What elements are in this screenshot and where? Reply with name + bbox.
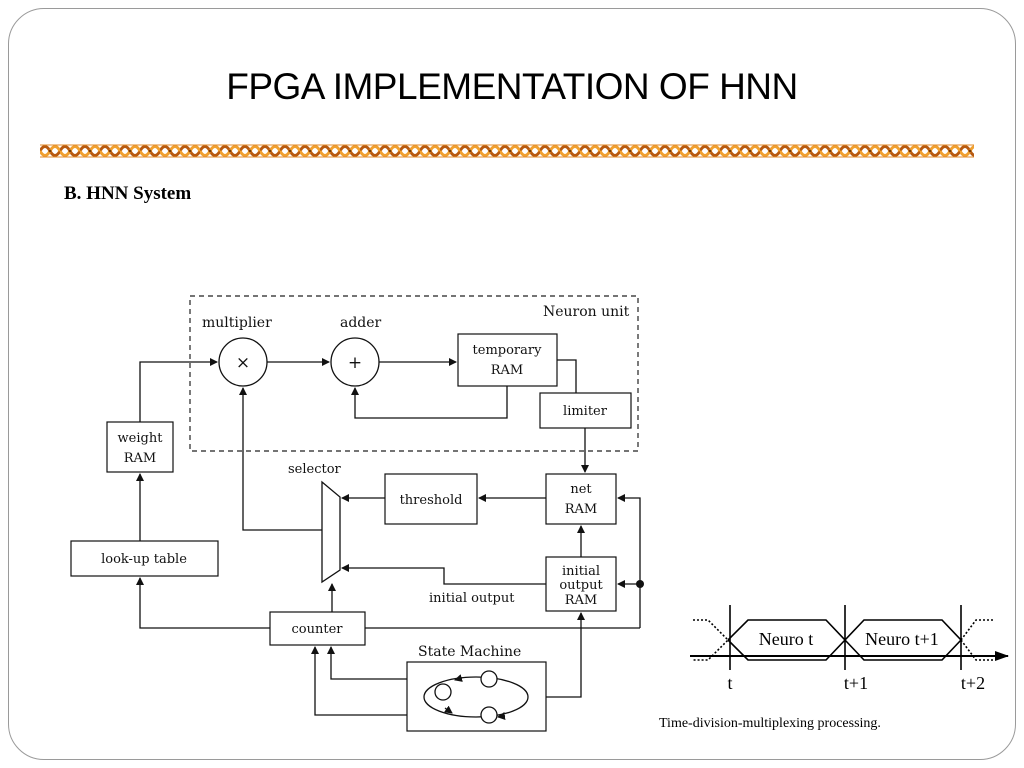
timing-slot-2: Neuro t+1: [865, 629, 939, 649]
state-machine-box: [406, 661, 547, 732]
timing-tick-t: t: [727, 673, 732, 693]
diagram-connections: [136, 358, 641, 716]
selector-mux: [321, 480, 341, 584]
temporary-ram-box: [457, 333, 558, 387]
initial-output-label: initial output: [429, 591, 515, 606]
timing-waveforms: [690, 605, 1009, 670]
neuron-unit-label: Neuron unit: [543, 304, 630, 320]
adder-label: adder: [340, 315, 382, 331]
weight-ram-line1: weight: [118, 431, 164, 446]
timing-caption: Time-division-multiplexing processing.: [659, 716, 881, 731]
threshold-label: threshold: [400, 493, 463, 508]
initial-output-ram-line2: output: [559, 578, 603, 593]
timing-tick-t1: t+1: [844, 673, 868, 693]
state-machine-label: State Machine: [418, 644, 521, 660]
temporary-ram-line2: RAM: [491, 363, 524, 378]
multiplier-label: multiplier: [202, 315, 272, 331]
state-machine-graph: [423, 670, 529, 724]
temporary-ram-line1: temporary: [473, 343, 543, 358]
selector-label: selector: [288, 462, 342, 477]
timing-tick-t2: t+2: [961, 673, 985, 693]
section-heading: B. HNN System: [64, 183, 192, 204]
neuron-unit-box: [189, 295, 639, 452]
multiplier-symbol: ×: [236, 353, 250, 373]
initial-output-ram-line3: RAM: [565, 593, 598, 608]
adder-symbol: +: [348, 353, 362, 373]
net-ram-line1: net: [570, 482, 592, 497]
limiter-box: [539, 392, 632, 429]
net-ram-line2: RAM: [565, 502, 598, 517]
limiter-label: limiter: [563, 404, 608, 419]
bus-junction-dot: [636, 580, 644, 588]
weight-ram-line2: RAM: [124, 451, 157, 466]
counter-label: counter: [292, 622, 344, 637]
lookup-table-label: look-up table: [101, 552, 187, 567]
initial-output-ram-line1: initial: [562, 564, 600, 579]
net-ram-box: [545, 473, 617, 525]
lookup-table-box: [70, 540, 219, 577]
timing-slot-1: Neuro t: [759, 629, 813, 649]
slide-title: FPGA IMPLEMENTATION OF HNN: [226, 66, 798, 107]
threshold-box: [384, 473, 478, 525]
decorative-divider: [40, 144, 974, 158]
